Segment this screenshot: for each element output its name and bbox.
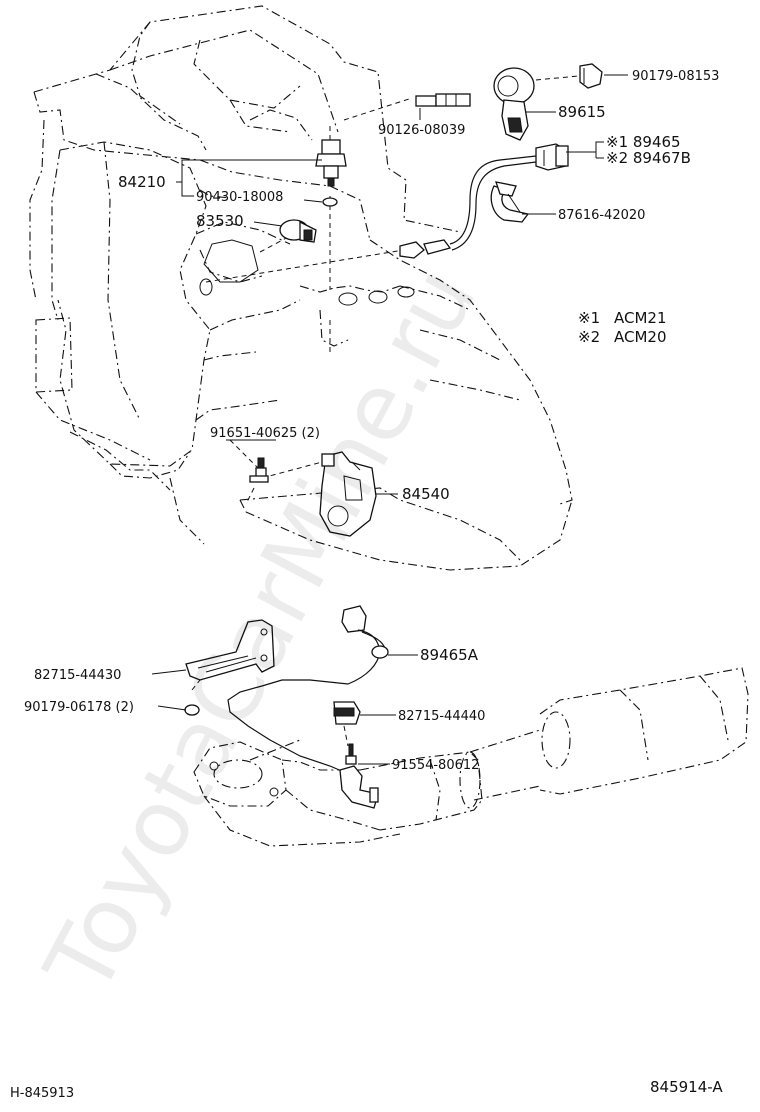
label-89465A: 89465A	[420, 646, 479, 664]
bracket-82715-44430	[185, 619, 275, 681]
oxygen-sensor-89465	[399, 143, 569, 259]
note-text-1: ACM21	[614, 309, 667, 327]
diagram-code-right: 845914-A	[650, 1078, 723, 1096]
model-notes: ※1 ACM21 ※2 ACM20	[578, 309, 667, 346]
oil-pressure-switch-84210	[315, 139, 347, 187]
clamp-87616-42020	[490, 181, 530, 223]
note-mark-1: ※1	[578, 309, 600, 327]
label-84210: 84210	[118, 173, 166, 191]
callout-lines	[151, 74, 628, 765]
label-87616-42020: 87616-42020	[558, 208, 645, 223]
label-90179-06178: 90179-06178 (2)	[24, 700, 134, 715]
label-89465: ※1 89465	[606, 133, 681, 151]
knock-sensor-89615	[493, 67, 535, 141]
note-mark-2: ※2	[578, 328, 600, 346]
stud-90126-08039	[415, 93, 471, 107]
leader-nut	[191, 679, 201, 691]
label-83530: 83530	[196, 212, 244, 230]
engine-block-outline	[29, 5, 573, 571]
neutral-start-switch-84540	[319, 451, 377, 537]
leader-lines-upper	[205, 75, 579, 505]
label-82715-44430: 82715-44430	[34, 668, 121, 683]
clamp-82715-44440	[333, 701, 361, 725]
temp-sender-83530	[279, 219, 317, 243]
label-90430-18008: 90430-18008	[196, 190, 283, 205]
label-90179-08153: 90179-08153	[632, 69, 719, 84]
label-89467B: ※2 89467B	[606, 149, 691, 167]
label-91651-40625: 91651-40625 (2)	[210, 426, 320, 441]
note-text-2: ACM20	[614, 328, 667, 346]
label-84540: 84540	[402, 485, 450, 503]
label-89615: 89615	[558, 103, 606, 121]
watermark-text: ToyotaCarMine.ru	[24, 250, 496, 1011]
gasket-90430-18008	[322, 197, 338, 207]
bolt-91554-80612	[345, 743, 357, 765]
leader-bolt	[343, 725, 349, 747]
exhaust-pipe-outline	[193, 667, 749, 847]
oxygen-sensor-89465A	[227, 605, 389, 809]
label-91554-80612: 91554-80612	[392, 758, 479, 773]
bolt-91651-40625	[249, 457, 269, 483]
diagram-code-left: H-845913	[10, 1086, 74, 1101]
label-82715-44440: 82715-44440	[398, 709, 485, 724]
label-90126-08039: 90126-08039	[378, 123, 465, 138]
nut-90179-08153	[579, 63, 603, 89]
